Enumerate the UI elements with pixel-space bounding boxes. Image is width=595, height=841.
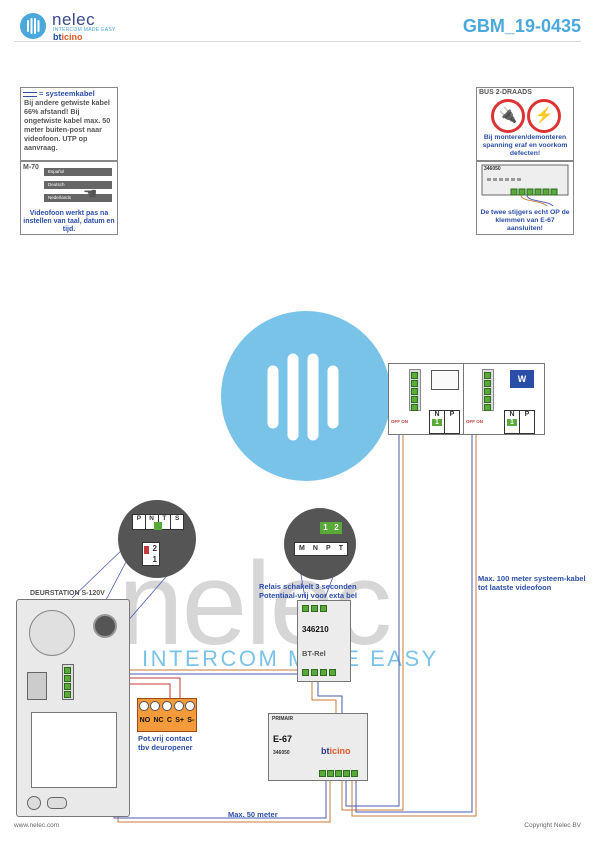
e67-code: 346050 <box>273 750 290 756</box>
terminal <box>484 380 491 387</box>
riser-code: 346050 <box>484 166 501 172</box>
language-option: Español <box>44 168 112 176</box>
monitor-screen-icon: W <box>510 370 534 388</box>
m70-label: M-70 <box>23 164 39 171</box>
e67-name: E-67 <box>273 734 293 744</box>
button-icon <box>47 797 67 809</box>
door-station-title: DEURSTATION S-120V <box>30 590 105 597</box>
camera-icon <box>93 614 117 638</box>
no-plug-icon: 🔌 <box>491 99 525 133</box>
relay-caption: Relais schakelt 3 seconden Potentiaal-vr… <box>259 582 357 600</box>
terminal <box>64 675 71 682</box>
bus-caption: Bij monteren/demonteren spanning eraf en… <box>482 134 568 157</box>
terminal <box>320 669 327 676</box>
terminal <box>311 669 318 676</box>
terminal <box>484 396 491 403</box>
footer-copyright: Copyright Nelec BV <box>524 822 581 829</box>
bus-title: BUS 2-DRAADS <box>479 89 532 96</box>
max-50-label: Max. 50 meter <box>228 810 278 819</box>
header-divider <box>14 41 581 42</box>
document-id: GBM_19-0435 <box>462 16 581 36</box>
terminal <box>484 388 491 395</box>
door-station-connector <box>27 672 47 700</box>
terminal <box>411 372 418 379</box>
terminal <box>64 691 71 698</box>
jumper-cap <box>144 546 149 554</box>
cable-legend: = systeemkabel <box>23 89 95 98</box>
terminal <box>302 669 309 676</box>
terminal <box>311 605 318 612</box>
bus-warning-note: BUS 2-DRAADS 🔌 ⚡ Bij monteren/demonteren… <box>476 87 574 161</box>
e67-primair-label: PRIMAIR <box>272 716 294 722</box>
contact-screws <box>138 701 196 711</box>
contact-terminal-labels: NO NC C S+ S- <box>139 717 195 724</box>
terminal <box>343 770 350 777</box>
partner-logo: bticino <box>53 32 83 42</box>
potential-free-contact: NO NC C S+ S- <box>137 698 197 732</box>
hand-pointer-icon: ☚ <box>83 186 98 203</box>
brand-tagline: INTERCOM MADE EASY <box>53 27 116 33</box>
terminal <box>351 770 358 777</box>
terminal <box>319 770 326 777</box>
footer-url[interactable]: www.nelec.com <box>14 822 60 829</box>
relay-module: 346210 BT-Rel <box>297 600 351 682</box>
riser-note: 346050 De twee stijgers echt OP de klemm… <box>476 161 574 235</box>
cable-note-text: Bij andere getwiste kabel 66% afstand! B… <box>24 98 111 152</box>
riser-device-icon <box>481 164 569 206</box>
dip-switch-label: OFF ON <box>391 419 408 424</box>
nelec-logo-icon <box>20 13 46 39</box>
terminal <box>64 683 71 690</box>
terminal <box>484 372 491 379</box>
terminal <box>411 388 418 395</box>
relay-name: BT-Rel <box>302 649 326 658</box>
dip-switch-label: OFF ON <box>466 419 483 424</box>
contact-caption: Pot.vrij contact tbv deuropener <box>138 734 193 752</box>
terminal <box>329 669 336 676</box>
e67-power-supply: PRIMAIR E-67 346050 bticino <box>268 713 368 781</box>
language-option: Nederlands <box>44 194 112 202</box>
terminal <box>411 396 418 403</box>
watermark-logo <box>221 311 391 481</box>
brand-name: nelec <box>52 10 96 29</box>
no-electric-shock-icon: ⚡ <box>527 99 561 133</box>
terminal <box>335 770 342 777</box>
terminal <box>64 667 71 674</box>
language-option: Deutsch <box>44 181 112 189</box>
cable-note: = systeemkabel Bij andere getwiste kabel… <box>20 87 118 161</box>
monitor-screen-icon <box>431 370 459 390</box>
zoom-switch <box>154 522 162 530</box>
e67-brand: bticino <box>321 746 351 756</box>
terminal <box>320 605 327 612</box>
name-plate <box>31 712 117 788</box>
p-switch: P <box>519 410 535 434</box>
terminal <box>302 605 309 612</box>
m70-caption: Videofoon werkt pas na instellen van taa… <box>23 210 115 233</box>
watermark-tagline: INTERCOM MADE EASY <box>142 646 439 671</box>
m70-note: M-70 Español Deutsch Nederlands ☚ Videof… <box>20 161 118 235</box>
p-switch: P <box>444 410 460 434</box>
relay-code: 346210 <box>302 625 329 634</box>
max-100-label: Max. 100 meter systeem-kabel tot laatste… <box>478 574 586 592</box>
terminal <box>411 404 418 411</box>
terminal <box>411 380 418 387</box>
door-station <box>16 599 130 817</box>
terminal <box>484 404 491 411</box>
riser-caption: De twee stijgers echt OP de klemmen van … <box>480 209 570 232</box>
screw-icon <box>27 796 41 810</box>
speaker-grille <box>29 610 75 656</box>
terminal <box>327 770 334 777</box>
